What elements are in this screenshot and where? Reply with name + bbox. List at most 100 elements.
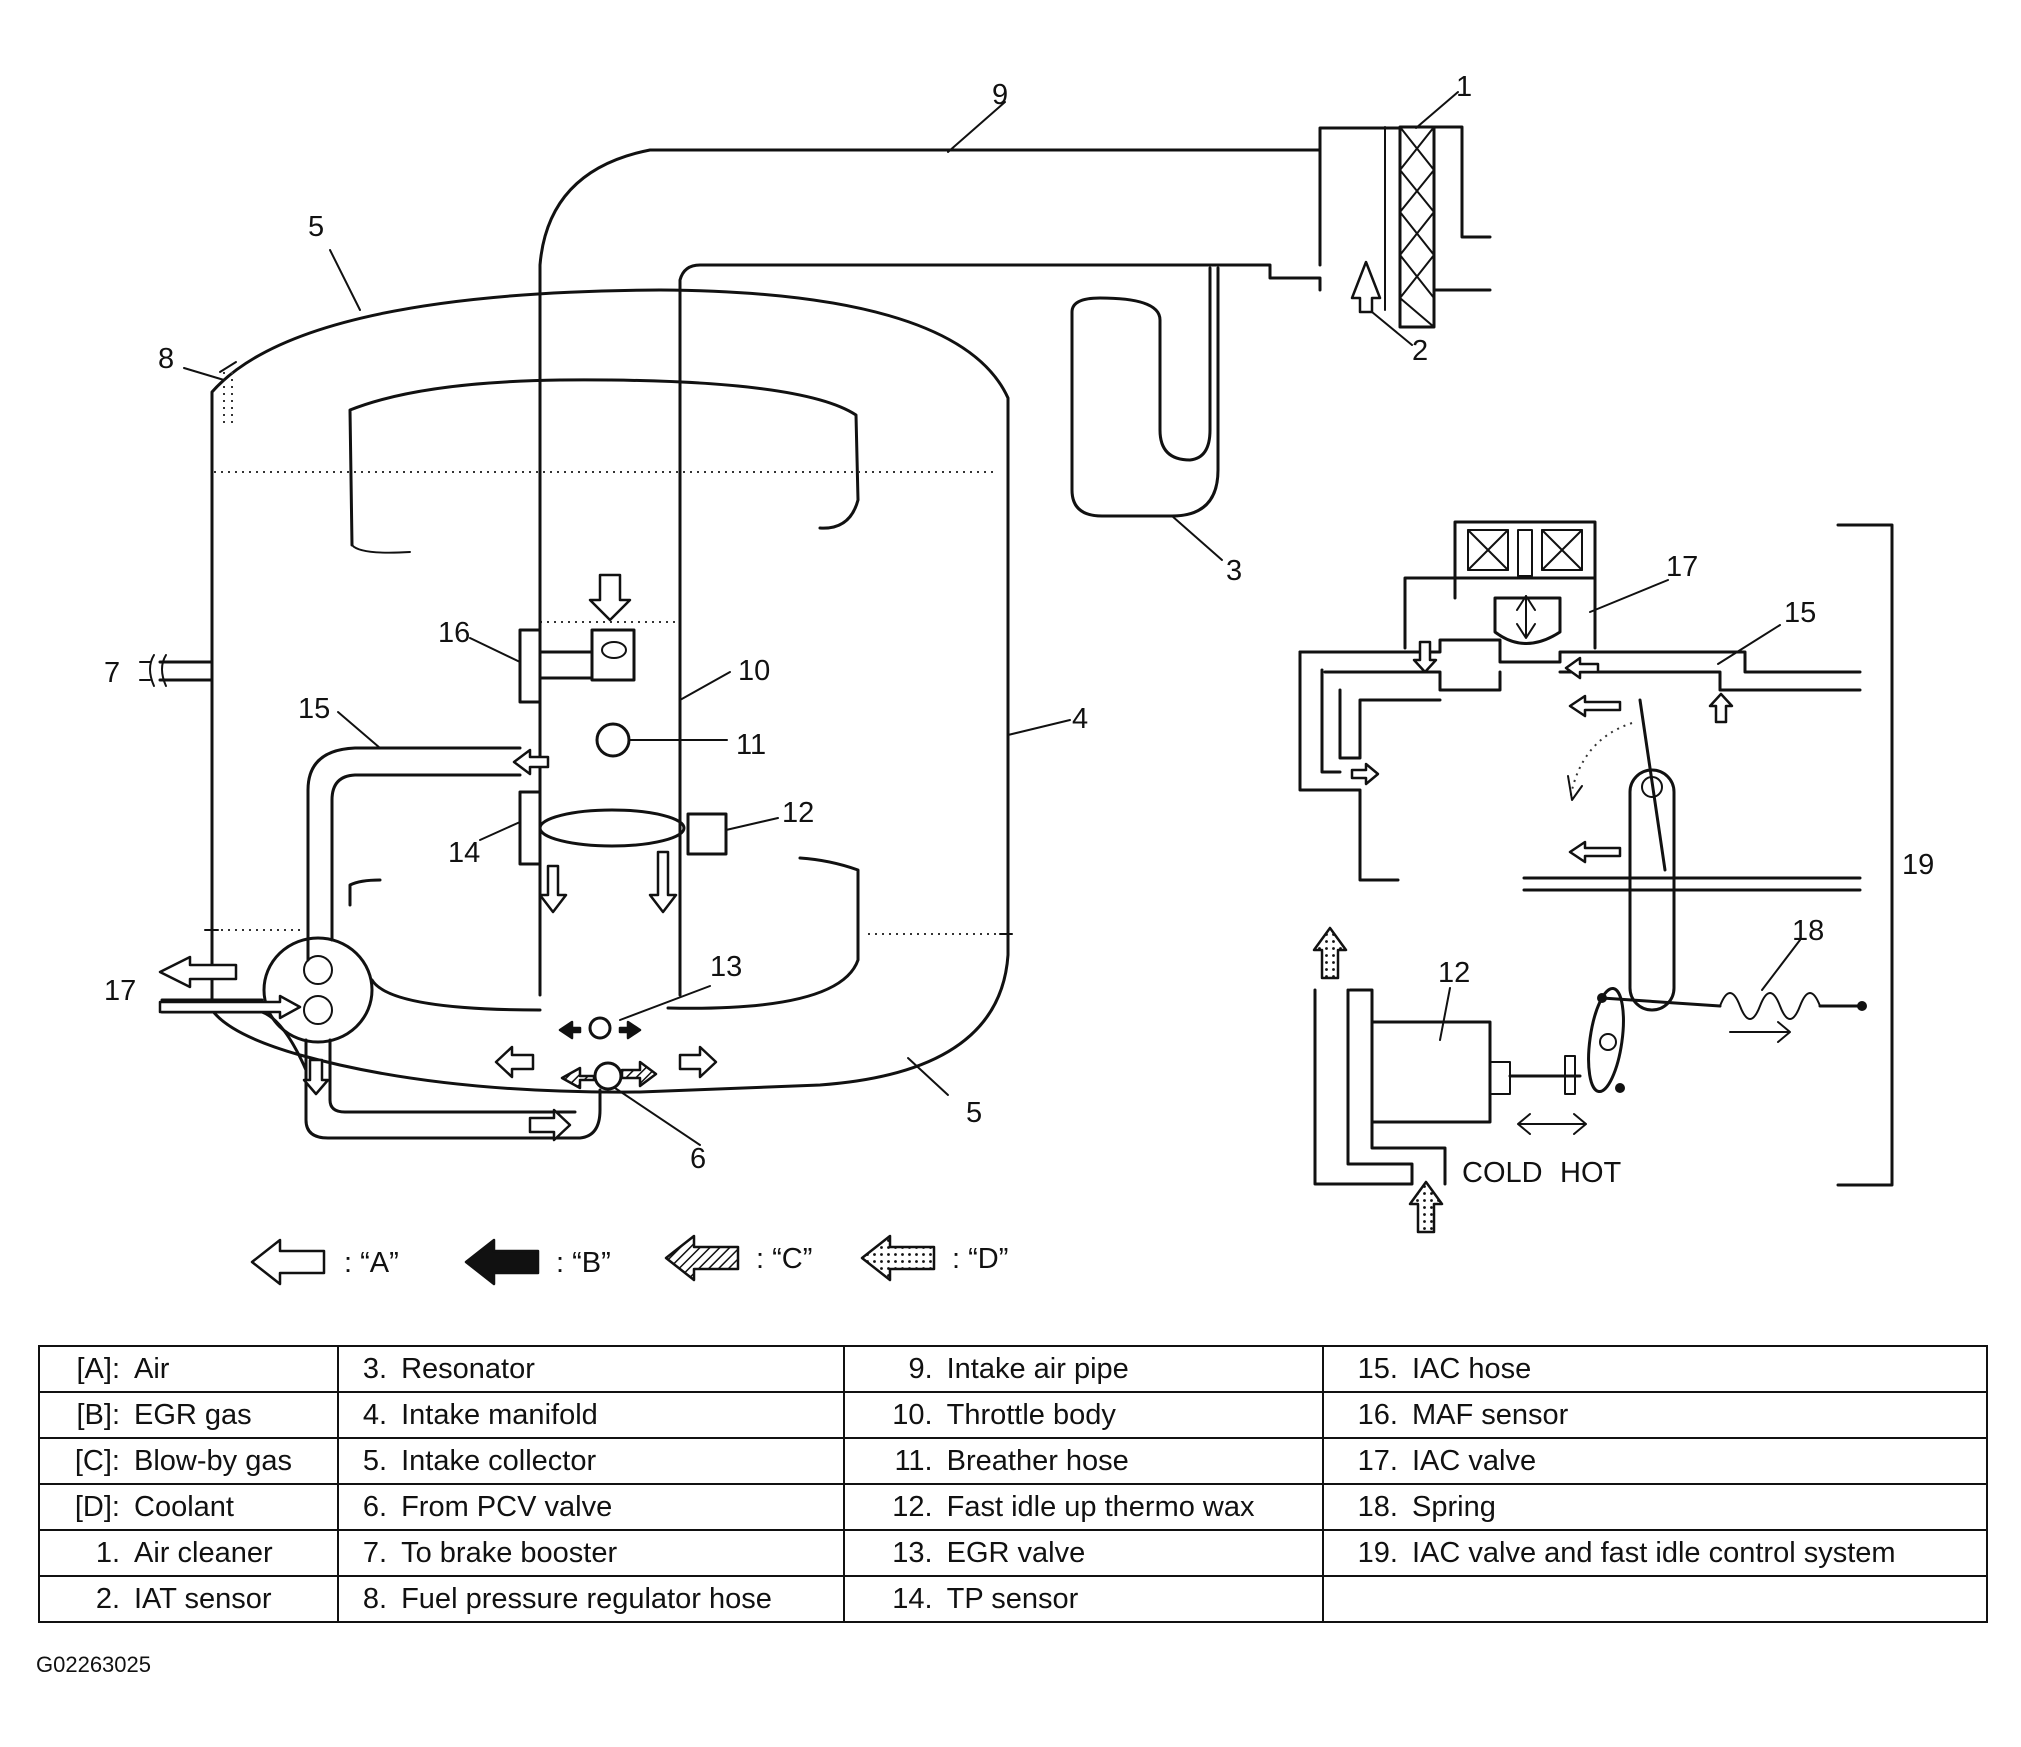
label-12-main: 12 (782, 797, 814, 829)
label-5-bottom: 5 (966, 1097, 982, 1129)
table-row: [B]:EGR gas 4.Intake manifold 10.Throttl… (37, 1391, 1988, 1439)
cold-label: COLD (1462, 1157, 1543, 1189)
table-row: [D]: Coolant 6. From PCV valve 12. Fast idl… (37, 1483, 1988, 1531)
iac-detail (1298, 520, 1894, 1234)
label-10: 10 (738, 655, 770, 687)
blowby-arrow-icon (664, 1234, 740, 1282)
brake-booster-outlet (139, 654, 214, 687)
legend-text: EGR valve (946, 1536, 1086, 1569)
legend-key: 6. (362, 1490, 388, 1523)
legend-key: 19. (1357, 1536, 1398, 1569)
legend-text: Resonator (401, 1352, 535, 1385)
parts-legend-table: [A]:Air 3.Resonator 9.Intake air pipe 15… (37, 1345, 1988, 1623)
legend-key: 18. (1357, 1490, 1398, 1523)
label-1: 1 (1456, 71, 1472, 103)
legend-key: 1. (95, 1536, 120, 1569)
hot-label: HOT (1560, 1157, 1622, 1189)
legend-text: IAC valve and fast idle control system (1412, 1536, 1896, 1569)
label-9: 9 (992, 79, 1008, 111)
legend-key: 8. (362, 1582, 388, 1615)
legend-text: From PCV valve (401, 1490, 613, 1523)
label-12-detail: 12 (1438, 957, 1470, 989)
tp-sensor (518, 790, 542, 866)
air-arrow-icon (250, 1238, 326, 1286)
legend-key: 9. (908, 1352, 933, 1385)
label-3: 3 (1226, 555, 1242, 587)
legend-key: 11. (894, 1444, 933, 1477)
breather-hose-port (595, 722, 631, 758)
table-row: [A]:Air 3.Resonator 9.Intake air pipe 15… (37, 1345, 1988, 1393)
legend-key: 13. (892, 1536, 933, 1569)
label-11: 11 (736, 729, 766, 761)
label-6: 6 (690, 1143, 706, 1175)
legend-key: 4. (362, 1398, 388, 1431)
callout-labels: 1 2 3 4 5 5 6 7 8 9 10 11 12 13 14 15 16… (104, 71, 1934, 1189)
legend-key: [D]: (74, 1490, 120, 1523)
legend-text: Throttle body (946, 1398, 1116, 1431)
legend-key: 12. (892, 1490, 933, 1523)
label-7: 7 (104, 657, 120, 689)
legend-key: 14. (892, 1582, 933, 1615)
legend-key: 16. (1357, 1398, 1398, 1431)
legend-text: Intake manifold (401, 1398, 598, 1431)
label-13: 13 (710, 951, 742, 983)
legend-text: Spring (1412, 1490, 1496, 1523)
label-15-main: 15 (298, 693, 330, 725)
table-row: [C]:Blow-by gas 5.Intake collector 11.Br… (37, 1437, 1988, 1485)
legend-key: 17. (1357, 1444, 1398, 1477)
legend-text: IAT sensor (134, 1582, 272, 1615)
legend-text: Fuel pressure regulator hose (401, 1582, 772, 1615)
label-17-detail: 17 (1666, 551, 1698, 583)
legend-c: : “C” (756, 1243, 812, 1275)
legend-key: [C]: (74, 1444, 120, 1477)
legend-d: : “D” (952, 1243, 1008, 1275)
legend-b: : “B” (556, 1247, 611, 1279)
legend-text: Air cleaner (134, 1536, 273, 1569)
legend-text: Fast idle up thermo wax (946, 1490, 1255, 1523)
legend-text: IAC hose (1412, 1352, 1532, 1385)
legend-text: Blow-by gas (134, 1444, 292, 1477)
legend-text: Breather hose (946, 1444, 1129, 1477)
maf-sensor (518, 628, 636, 704)
legend-key: [A]: (76, 1352, 120, 1385)
legend-text: TP sensor (946, 1582, 1079, 1615)
legend-key: 7. (362, 1536, 388, 1569)
air-cleaner (1384, 125, 1492, 329)
legend-text: To brake booster (401, 1536, 618, 1569)
figure-id: G02263025 (36, 1652, 151, 1677)
label-5-top: 5 (308, 211, 324, 243)
legend-key: 15. (1357, 1352, 1398, 1385)
coolant-arrow-icon (860, 1234, 936, 1282)
legend-text: Air (134, 1352, 170, 1385)
leader-lines-main (183, 91, 1459, 1146)
pcv-valve (593, 1061, 623, 1091)
iac-hose-loop (262, 746, 602, 1140)
label-2: 2 (1412, 335, 1428, 367)
throttle-valve (538, 808, 686, 848)
flow-legend: : “A” : “B” : “C” : “D” (250, 1234, 1008, 1286)
legend-text: Coolant (134, 1490, 234, 1523)
label-8: 8 (158, 343, 174, 375)
legend-key: [B]: (76, 1398, 120, 1431)
legend-text: IAC valve (1412, 1444, 1537, 1477)
egr-valve (588, 1016, 612, 1040)
egr-arrow-icon (464, 1238, 540, 1286)
label-16: 16 (438, 617, 470, 649)
iat-sensor-arrow-icon (1350, 260, 1382, 314)
legend-key: 2. (95, 1582, 120, 1615)
legend-a: : “A” (344, 1247, 399, 1279)
table-row: 1. Air cleaner 7. To brake booster 13. EGR … (37, 1529, 1988, 1577)
table-row: 2. IAT sensor 8. Fuel pressure regulator h… (37, 1575, 1988, 1623)
legend-text: MAF sensor (1412, 1398, 1569, 1431)
legend-key: 5. (362, 1444, 388, 1477)
label-15-detail: 15 (1784, 597, 1816, 629)
label-18: 18 (1792, 915, 1824, 947)
intake-collector (204, 288, 1013, 1094)
label-17-main: 17 (104, 975, 136, 1007)
legend-text: EGR gas (134, 1398, 252, 1431)
resonator (1070, 266, 1220, 518)
label-4: 4 (1072, 703, 1088, 735)
label-14: 14 (448, 837, 480, 869)
intake-air-pipe (538, 126, 1402, 997)
